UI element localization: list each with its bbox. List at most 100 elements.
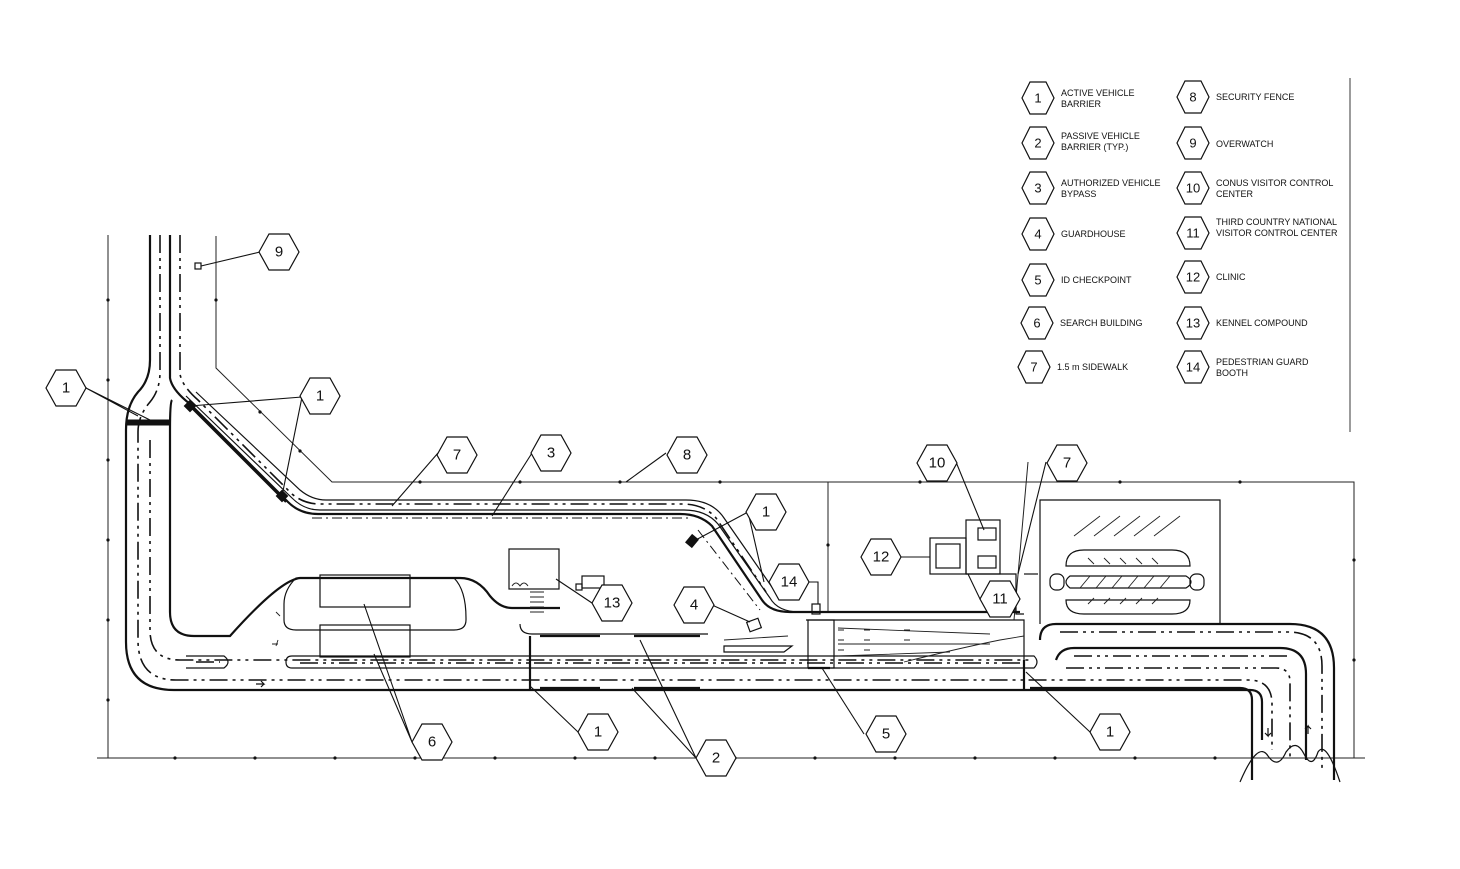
callout-1: 1: [577, 713, 619, 751]
svg-text:SECURITY FENCE: SECURITY FENCE: [1216, 92, 1294, 102]
callout-10: 10: [916, 444, 958, 482]
callout-11: 11: [979, 580, 1021, 618]
legend-item-13: 13 KENNEL COMPOUND: [1176, 306, 1308, 340]
svg-text:GUARDHOUSE: GUARDHOUSE: [1061, 229, 1126, 239]
svg-text:SEARCH BUILDING: SEARCH BUILDING: [1060, 318, 1143, 328]
entry-roadway: [124, 235, 1336, 780]
svg-text:7: 7: [1030, 360, 1037, 375]
overwatch-tower: [194, 262, 202, 270]
svg-text:10: 10: [929, 455, 946, 472]
legend-item-14: 14 PEDESTRIAN GUARD BOOTH: [1176, 350, 1309, 384]
svg-text:1: 1: [762, 504, 770, 521]
svg-text:12: 12: [1186, 270, 1200, 285]
callout-markers: 9 1 1 7 3 8 1 10: [45, 233, 1131, 777]
svg-text:13: 13: [1186, 316, 1200, 331]
svg-text:7: 7: [453, 447, 461, 464]
svg-text:CLINIC: CLINIC: [1216, 272, 1246, 282]
svg-text:9: 9: [1189, 136, 1196, 151]
legend-item-11: 11 THIRD COUNTRY NATIONAL VISITOR CONTRO…: [1176, 216, 1338, 250]
svg-text:BARRIER (TYP.): BARRIER (TYP.): [1061, 142, 1128, 152]
callout-leaders: [85, 251, 1091, 759]
legend-item-1: 1 ACTIVE VEHICLE BARRIER: [1021, 81, 1135, 115]
callout-13: 13: [591, 584, 633, 622]
svg-text:PASSIVE VEHICLE: PASSIVE VEHICLE: [1061, 131, 1140, 141]
legend-item-8: 8 SECURITY FENCE: [1176, 80, 1294, 114]
svg-text:5: 5: [882, 726, 890, 743]
callout-5: 5: [865, 715, 907, 753]
svg-text:10: 10: [1186, 181, 1200, 196]
svg-text:BARRIER: BARRIER: [1061, 99, 1102, 109]
callout-1: 1: [45, 369, 87, 407]
svg-text:1: 1: [1106, 724, 1114, 741]
legend-item-5: 5 ID CHECKPOINT: [1021, 263, 1132, 297]
legend: 1 ACTIVE VEHICLE BARRIER 2 PASSIVE VEHIC…: [1017, 80, 1338, 384]
svg-text:12: 12: [873, 549, 890, 566]
svg-text:CONUS VISITOR CONTROL: CONUS VISITOR CONTROL: [1216, 178, 1333, 188]
callout-7: 7: [1046, 444, 1088, 482]
callout-9: 9: [258, 233, 300, 271]
svg-text:9: 9: [275, 244, 283, 261]
authorized-vehicle-bypass: [185, 391, 801, 613]
svg-text:14: 14: [781, 574, 798, 591]
svg-text:11: 11: [992, 591, 1008, 608]
svg-text:11: 11: [1186, 226, 1200, 241]
svg-text:3: 3: [1034, 181, 1041, 196]
svg-text:ACTIVE VEHICLE: ACTIVE VEHICLE: [1061, 88, 1135, 98]
legend-item-2: 2 PASSIVE VEHICLE BARRIER (TYP.): [1021, 126, 1140, 160]
svg-text:8: 8: [683, 447, 691, 464]
svg-text:AUTHORIZED VEHICLE: AUTHORIZED VEHICLE: [1061, 178, 1161, 188]
right-compound: [1039, 499, 1221, 624]
legend-item-7: 7 1.5 m SIDEWALK: [1017, 350, 1128, 384]
search-lanes: [186, 577, 1038, 669]
svg-text:6: 6: [428, 734, 436, 751]
callout-7: 7: [436, 436, 478, 474]
svg-text:VISITOR CONTROL CENTER: VISITOR CONTROL CENTER: [1216, 228, 1338, 238]
callout-1: 1: [745, 493, 787, 531]
svg-text:7: 7: [1063, 455, 1071, 472]
svg-text:4: 4: [1034, 227, 1041, 242]
callout-3: 3: [530, 434, 572, 472]
svg-text:OVERWATCH: OVERWATCH: [1216, 139, 1273, 149]
svg-text:KENNEL COMPOUND: KENNEL COMPOUND: [1216, 318, 1308, 328]
guardhouse-area: [723, 603, 1025, 684]
legend-item-9: 9 OVERWATCH: [1176, 126, 1273, 160]
legend-item-4: 4 GUARDHOUSE: [1021, 217, 1126, 251]
svg-text:1.5 m SIDEWALK: 1.5 m SIDEWALK: [1057, 362, 1128, 372]
callout-6: 6: [411, 723, 453, 761]
svg-text:14: 14: [1186, 360, 1200, 375]
svg-text:2: 2: [712, 750, 720, 767]
svg-text:THIRD COUNTRY NATIONAL: THIRD COUNTRY NATIONAL: [1216, 217, 1337, 227]
legend-item-12: 12 CLINIC: [1176, 260, 1246, 294]
svg-text:PEDESTRIAN GUARD: PEDESTRIAN GUARD: [1216, 357, 1309, 367]
svg-text:1: 1: [62, 380, 70, 397]
svg-text:8: 8: [1189, 90, 1196, 105]
svg-text:1: 1: [594, 724, 602, 741]
security-fence: [97, 235, 1365, 760]
callout-1: 1: [1089, 713, 1131, 751]
legend-item-10: 10 CONUS VISITOR CONTROL CENTER: [1176, 171, 1333, 205]
callout-14: 14: [768, 563, 810, 601]
callout-8: 8: [666, 436, 708, 474]
svg-text:BYPASS: BYPASS: [1061, 189, 1096, 199]
visitor-control-buildings: [929, 519, 1038, 615]
svg-text:1: 1: [1034, 91, 1041, 106]
vehicle-barriers: [125, 399, 1026, 690]
svg-text:4: 4: [690, 597, 698, 614]
search-buildings: [272, 574, 411, 658]
callout-4: 4: [673, 586, 715, 624]
svg-text:BOOTH: BOOTH: [1216, 368, 1248, 378]
legend-item-6: 6 SEARCH BUILDING: [1020, 306, 1143, 340]
callout-2: 2: [695, 739, 737, 777]
exit-loops: [256, 680, 1341, 783]
svg-text:2: 2: [1034, 136, 1041, 151]
callout-12: 12: [860, 538, 902, 576]
legend-item-3: 3 AUTHORIZED VEHICLE BYPASS: [1021, 171, 1161, 205]
svg-text:ID CHECKPOINT: ID CHECKPOINT: [1061, 275, 1132, 285]
svg-text:3: 3: [547, 445, 555, 462]
svg-text:CENTER: CENTER: [1216, 189, 1254, 199]
kennel-compound: [508, 548, 605, 613]
svg-text:5: 5: [1034, 273, 1041, 288]
svg-text:1: 1: [316, 388, 324, 405]
svg-text:6: 6: [1033, 316, 1040, 331]
